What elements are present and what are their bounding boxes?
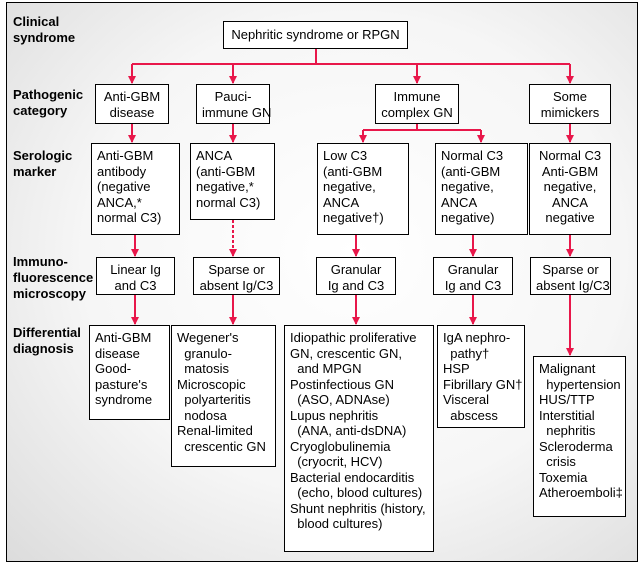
- differential-normal-c3: IgA nephro- pathy† HSP Fibrillary GN† Vi…: [437, 325, 525, 428]
- immuno-granular-low-c3: Granular Ig and C3: [316, 257, 396, 295]
- differential-anti-gbm: Anti-GBM disease Good- pasture's syndrom…: [89, 325, 170, 420]
- immuno-granular-normal-c3: Granular Ig and C3: [433, 257, 513, 295]
- label-pathogenic-category: Pathogenic category: [13, 87, 84, 118]
- clinical-syndrome-box: Nephritic syndrome or RPGN: [223, 21, 408, 49]
- serologic-mimickers: Normal C3 Anti-GBM negative, ANCA negati…: [529, 143, 611, 235]
- category-anti-gbm: Anti-GBM disease: [95, 84, 169, 124]
- label-immunofluorescence-microscopy: Immuno- fluorescence microscopy: [13, 254, 94, 301]
- serologic-low-c3: Low C3 (anti-GBM negative, ANCA negative…: [317, 143, 409, 235]
- label-serologic-marker: Serologic marker: [13, 148, 73, 179]
- differential-low-c3: Idiopathic proliferative GN, crescentic …: [284, 325, 434, 552]
- category-pauci-immune: Pauci- immune GN: [196, 84, 271, 124]
- immuno-linear-ig: Linear Ig and C3: [96, 257, 175, 295]
- category-mimickers: Some mimickers: [529, 84, 611, 124]
- immuno-sparse-pauci: Sparse or absent Ig/C3: [193, 257, 280, 295]
- serologic-normal-c3: Normal C3 (anti-GBM negative, ANCA negat…: [435, 143, 528, 235]
- differential-pauci-immune: Wegener's granulo- matosis Microscopic p…: [171, 325, 276, 467]
- label-clinical-syndrome: Clinical syndrome: [13, 14, 76, 45]
- category-immune-complex: Immune complex GN: [375, 84, 459, 124]
- label-differential-diagnosis: Differential diagnosis: [13, 325, 81, 356]
- serologic-anca: ANCA (anti-GBM negative,* normal C3): [190, 143, 275, 220]
- serologic-anti-gbm: Anti-GBM antibody (negative ANCA,* norma…: [91, 143, 180, 235]
- differential-mimickers: Malignant hypertension HUS/TTP Interstit…: [533, 356, 626, 517]
- immuno-sparse-mimickers: Sparse or absent Ig/C3: [530, 257, 611, 295]
